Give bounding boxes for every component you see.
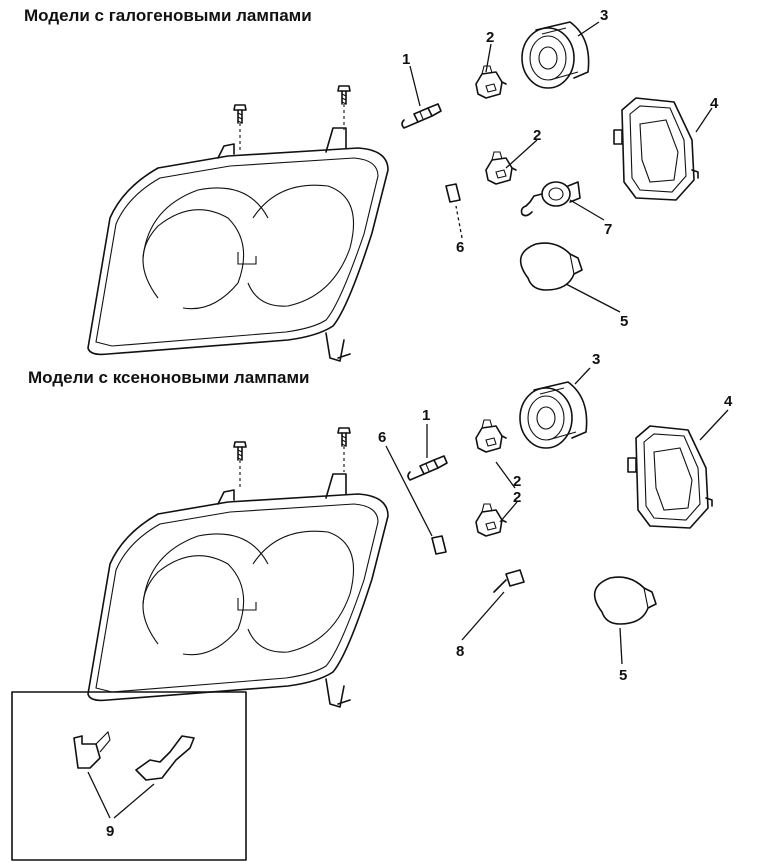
callout-label: 5 bbox=[619, 667, 627, 684]
dust-cap-3-halogen bbox=[521, 21, 590, 89]
dust-cap-3-xenon bbox=[519, 381, 588, 449]
callout-label: 7 bbox=[604, 221, 612, 238]
callout-label: 3 bbox=[592, 351, 600, 368]
socket-2-halogen-mid bbox=[485, 151, 517, 185]
inset-frame bbox=[11, 691, 247, 861]
callout-label: 1 bbox=[422, 407, 430, 424]
callout-label: 2 bbox=[513, 489, 521, 506]
bulb-1-halogen bbox=[401, 103, 442, 129]
callout-numbers: 1 2 2 3 4 5 6 7 1 2 2 3 4 5 6 8 9 bbox=[106, 7, 733, 840]
halogen-assembly bbox=[87, 21, 713, 362]
bulb-1-xenon bbox=[407, 455, 448, 481]
socket-2-xenon-top bbox=[475, 419, 507, 453]
section-title-xenon: Модели с ксеноновыми лампами bbox=[28, 368, 310, 387]
callout-label: 9 bbox=[106, 823, 114, 840]
mounting-bolt bbox=[233, 441, 247, 461]
turn-bulb-5-xenon bbox=[593, 576, 657, 625]
h4-bulb-7-halogen bbox=[520, 181, 581, 217]
housing-4-halogen bbox=[613, 97, 699, 201]
callout-label: 6 bbox=[456, 239, 464, 256]
callout-label: 2 bbox=[533, 127, 541, 144]
bracket-9-left bbox=[73, 735, 101, 769]
mounting-bolt bbox=[337, 85, 351, 105]
callout-label: 4 bbox=[724, 393, 733, 410]
callout-label: 8 bbox=[456, 643, 464, 660]
headlamp-unit-xenon bbox=[87, 473, 389, 708]
section-title-halogen: Модели с галогеновыми лампами bbox=[24, 6, 312, 25]
turn-bulb-5-halogen bbox=[519, 242, 583, 291]
callout-label: 1 bbox=[402, 51, 410, 68]
mounting-bolt bbox=[233, 104, 247, 124]
callout-label: 2 bbox=[486, 29, 494, 46]
xenon-burner-8 bbox=[493, 569, 525, 593]
wedge-bulb-6-halogen bbox=[445, 183, 461, 203]
headlamp-unit-halogen bbox=[87, 127, 389, 362]
xenon-assembly bbox=[87, 367, 729, 708]
callout-label: 4 bbox=[710, 95, 719, 112]
bracket-inset bbox=[11, 691, 247, 861]
mounting-bolt bbox=[337, 427, 351, 447]
housing-4-xenon bbox=[627, 425, 713, 529]
wedge-bulb-6-xenon bbox=[431, 535, 447, 555]
bracket-9-right bbox=[135, 735, 195, 781]
socket-2-halogen-top bbox=[475, 65, 507, 99]
callout-label: 3 bbox=[600, 7, 608, 24]
callout-label: 2 bbox=[513, 473, 521, 490]
callout-label: 6 bbox=[378, 429, 386, 446]
callout-label: 5 bbox=[620, 313, 628, 330]
